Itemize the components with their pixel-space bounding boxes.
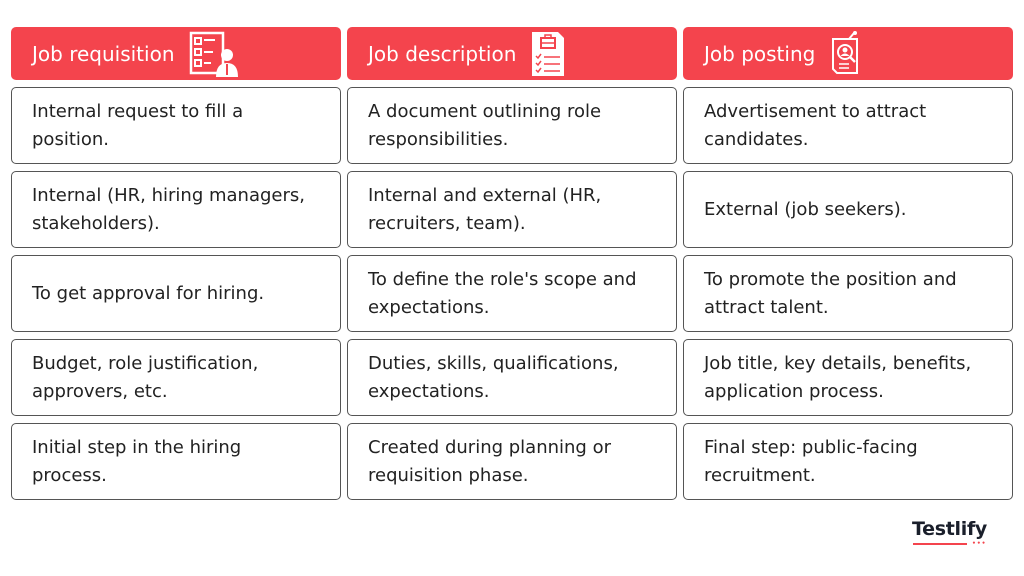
cell-text: External (job seekers).	[704, 198, 907, 220]
logo-underline	[913, 543, 967, 545]
cell-text: Initial step in the hiring process.	[32, 436, 242, 486]
cell-text: Budget, role justification, approvers, e…	[32, 352, 259, 402]
cell-audience: Internal and external (HR, recruiters, t…	[347, 171, 677, 248]
column-header-job-posting: Job posting	[683, 27, 1013, 80]
cell-definition: Advertisement to attract candidates.	[683, 87, 1013, 164]
brand-name: Testlify	[912, 518, 987, 540]
brand-logo: Testlify •••	[912, 518, 987, 547]
cell-contents: Budget, role justification, approvers, e…	[11, 339, 341, 416]
cell-text: To promote the position and attract tale…	[704, 268, 957, 318]
cell-text: To define the role's scope and expectati…	[368, 268, 637, 318]
cell-stage: Created during planning or requisition p…	[347, 423, 677, 500]
cell-purpose: To get approval for hiring.	[11, 255, 341, 332]
cell-text: Internal and external (HR, recruiters, t…	[368, 184, 602, 234]
cell-stage: Initial step in the hiring process.	[11, 423, 341, 500]
cell-text: To get approval for hiring.	[32, 282, 265, 304]
document-briefcase-icon	[530, 30, 566, 78]
cell-purpose: To define the role's scope and expectati…	[347, 255, 677, 332]
column-header-job-requisition: Job requisition	[11, 27, 341, 80]
posting-search-icon	[829, 30, 863, 77]
cell-text: Created during planning or requisition p…	[368, 436, 611, 486]
cell-purpose: To promote the position and attract tale…	[683, 255, 1013, 332]
column-header-job-description: Job description	[347, 27, 677, 80]
cell-text: Final step: public-facing recruitment.	[704, 436, 918, 486]
cell-text: Job title, key details, benefits, applic…	[704, 352, 972, 402]
checklist-person-icon	[189, 31, 241, 77]
cell-text: Duties, skills, qualifications, expectat…	[368, 352, 619, 402]
logo-dots: •••	[972, 540, 987, 547]
cell-definition: A document outlining role responsibiliti…	[347, 87, 677, 164]
comparison-table: Job requisition Job description	[11, 27, 1013, 500]
cell-contents: Job title, key details, benefits, applic…	[683, 339, 1013, 416]
cell-text: Advertisement to attract candidates.	[704, 100, 927, 150]
cell-text: A document outlining role responsibiliti…	[368, 100, 602, 150]
cell-text: Internal (HR, hiring managers, stakehold…	[32, 184, 305, 234]
column-title: Job description	[368, 41, 517, 66]
column-title: Job requisition	[32, 41, 175, 66]
cell-stage: Final step: public-facing recruitment.	[683, 423, 1013, 500]
cell-audience: External (job seekers).	[683, 171, 1013, 248]
cell-definition: Internal request to fill a position.	[11, 87, 341, 164]
column-title: Job posting	[704, 41, 816, 66]
cell-contents: Duties, skills, qualifications, expectat…	[347, 339, 677, 416]
cell-text: Internal request to fill a position.	[32, 100, 244, 150]
cell-audience: Internal (HR, hiring managers, stakehold…	[11, 171, 341, 248]
